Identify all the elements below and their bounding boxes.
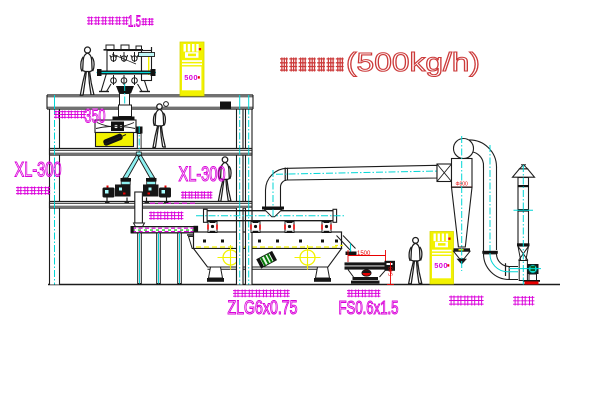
svg-text:1.5: 1.5	[128, 14, 141, 31]
svg-text:548: 548	[389, 267, 395, 276]
svg-text:XL-300: XL-300	[15, 159, 62, 182]
svg-text:ZLG6x0.75: ZLG6x0.75	[228, 298, 298, 319]
svg-text:(500kg/h): (500kg/h)	[346, 47, 480, 77]
svg-text:500: 500	[184, 73, 198, 82]
svg-text:Φ800: Φ800	[456, 181, 469, 187]
svg-text:XL-300: XL-300	[179, 163, 226, 186]
svg-text:1500: 1500	[357, 251, 371, 257]
svg-text:350: 350	[85, 107, 106, 128]
svg-text:500: 500	[434, 261, 448, 270]
svg-text:FS0.6x1.5: FS0.6x1.5	[339, 298, 399, 318]
